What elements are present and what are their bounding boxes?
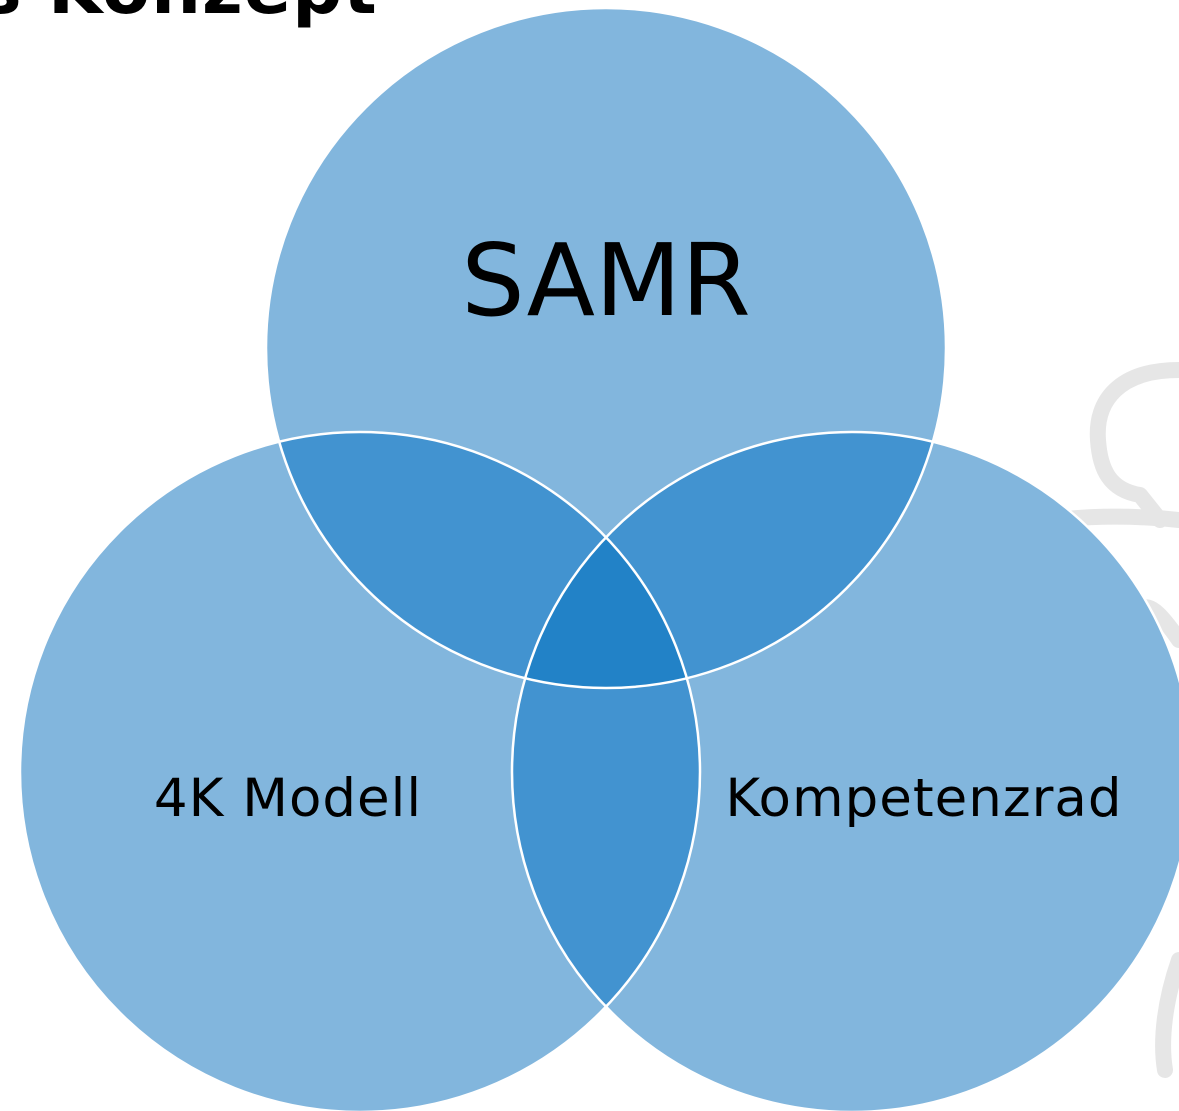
circle-outlines <box>18 6 1179 1111</box>
overlap-samr-kompetenzrad <box>512 432 946 688</box>
overlap-samr-4k <box>266 432 700 688</box>
label-kompetenzrad: Kompetenzrad <box>725 768 1122 829</box>
outline-samr <box>264 6 948 690</box>
sketch-stroke <box>1089 362 1179 528</box>
outline-4k-modell <box>18 430 702 1111</box>
label-4k-modell: 4K Modell <box>154 768 422 829</box>
slide-title: s Konzept <box>0 0 378 30</box>
label-samr: SAMR <box>461 222 751 339</box>
outline-kompetenzrad <box>510 430 1179 1111</box>
sketch-stroke <box>1155 952 1179 1078</box>
